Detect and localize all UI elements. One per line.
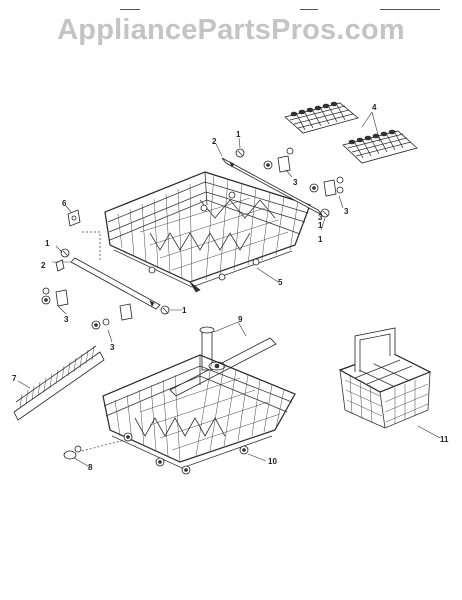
callout-6: 6 bbox=[62, 199, 67, 208]
part-4-cup-shelf-lower bbox=[342, 129, 418, 164]
callout-10: 10 bbox=[268, 457, 277, 466]
callout-3-a: 3 bbox=[293, 178, 298, 187]
callout-1-c: 1 bbox=[318, 235, 323, 244]
part-1-stop-b bbox=[320, 208, 330, 218]
callout-2-a: 2 bbox=[212, 137, 217, 146]
callout-4: 4 bbox=[372, 103, 377, 112]
part-1-stop-d bbox=[160, 305, 170, 315]
callout-1-a: 1 bbox=[236, 130, 241, 139]
callout-8: 8 bbox=[88, 463, 93, 472]
part-1-stop-a bbox=[235, 148, 245, 158]
callout-2-b: 2 bbox=[41, 261, 46, 270]
part-1-stop-c bbox=[60, 248, 70, 258]
part-10-lower-rack bbox=[102, 354, 296, 475]
part-4-cup-shelf-upper bbox=[284, 101, 359, 134]
callout-3-c: 3 bbox=[318, 213, 323, 222]
part-8-wheel-clip bbox=[63, 445, 82, 460]
callout-9: 9 bbox=[238, 315, 243, 324]
part-11-silverware-basket bbox=[338, 327, 432, 429]
part-3-roller-c bbox=[41, 287, 69, 307]
callout-3-e: 3 bbox=[110, 343, 115, 352]
part-9-spray-arm bbox=[169, 326, 277, 397]
callout-3-d: 3 bbox=[64, 315, 69, 324]
callout-7: 7 bbox=[12, 374, 17, 383]
part-3-roller-b bbox=[309, 176, 344, 197]
top-edge-marks bbox=[0, 0, 462, 10]
callout-5: 5 bbox=[278, 278, 283, 287]
part-7-tine-row bbox=[13, 345, 105, 421]
part-5-upper-rack bbox=[104, 171, 311, 293]
part-3-roller-d bbox=[91, 303, 133, 330]
callout-1-d: 1 bbox=[45, 239, 50, 248]
callout-11: 11 bbox=[440, 435, 449, 444]
part-6-clip-b bbox=[55, 259, 65, 272]
callout-1-b: 1 bbox=[318, 221, 323, 230]
callout-1-e: 1 bbox=[182, 306, 187, 315]
part-6-clip-a bbox=[67, 209, 81, 227]
watermark-logo: AppliancePartsPros.com bbox=[57, 14, 405, 46]
part-3-roller-a bbox=[263, 147, 294, 173]
callout-3-b: 3 bbox=[344, 207, 349, 216]
callout-labels: 1 2 3 4 3 3 1 1 6 1 2 5 3 1 3 9 7 10 8 1… bbox=[12, 103, 449, 472]
part-2-rail-lower bbox=[70, 257, 161, 310]
